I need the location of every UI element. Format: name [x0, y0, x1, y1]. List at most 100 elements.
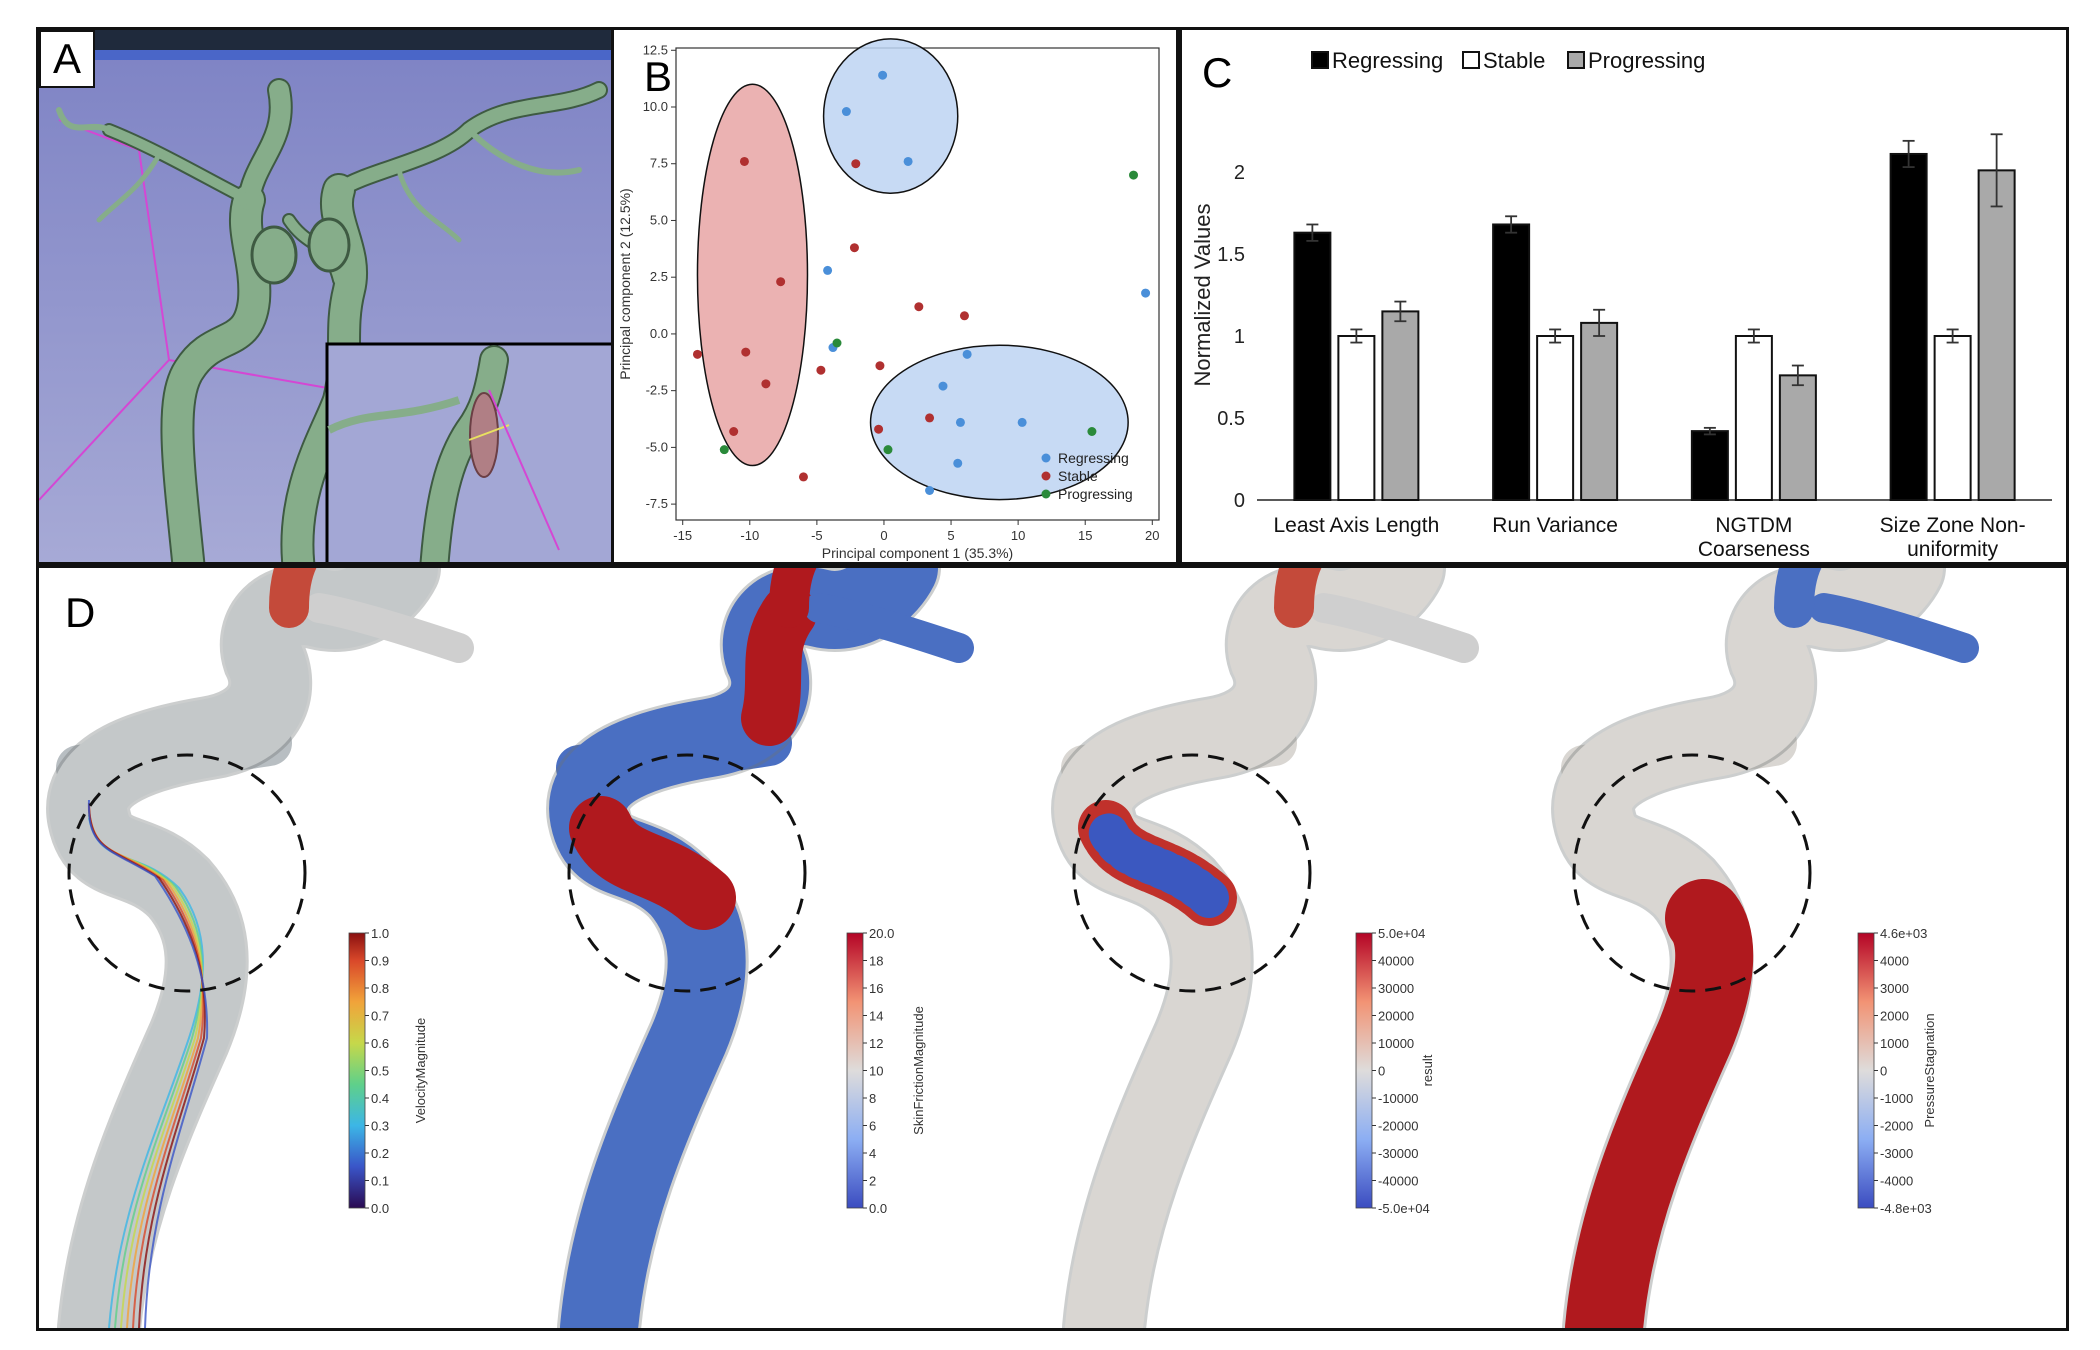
- legend-label-regressing: Regressing: [1058, 450, 1129, 466]
- data-point-progressing: [719, 445, 729, 455]
- colorbar-3: 5.0e+04400003000020000100000-10000-20000…: [1355, 926, 1435, 1216]
- data-point-regressing: [925, 486, 935, 495]
- data-point-stable: [776, 277, 786, 287]
- colorbar-gradient: [1355, 932, 1373, 1209]
- data-point-stable: [692, 349, 702, 359]
- colorbar-tick-label: -5.0e+04: [1378, 1201, 1430, 1216]
- data-point-stable: [761, 379, 771, 389]
- bar-regressing: [1492, 223, 1531, 501]
- region-highlight-circle: [567, 753, 807, 993]
- category-label: uniformity: [1907, 538, 1999, 561]
- bar-regressing: [1889, 152, 1928, 502]
- y-tick-label: 10.0: [643, 99, 668, 114]
- bar-stable: [1337, 335, 1376, 501]
- y-tick-label: 1: [1234, 326, 1245, 348]
- colorbar-tick-label: -40000: [1378, 1174, 1418, 1189]
- colorbar-tick-label: 5.0e+04: [1378, 926, 1425, 941]
- colorbar-tick-label: 2000: [1880, 1009, 1909, 1024]
- bar-regressing: [1690, 430, 1729, 501]
- colorbar-tick-label: 0.3: [371, 1119, 389, 1134]
- colorbar-tick-label: 1.0: [371, 926, 389, 941]
- cfd-render-4: [1551, 568, 1979, 1328]
- vessel-high-friction: [569, 796, 736, 930]
- vessel-branch: [1309, 593, 1479, 663]
- vessel-branch-upper: [269, 568, 317, 628]
- x-tick-label: 0: [880, 528, 887, 543]
- y-tick-label: -7.5: [646, 496, 668, 511]
- legend-label-regressing: Regressing: [1332, 48, 1443, 73]
- x-tick-label: 15: [1078, 528, 1092, 543]
- colorbar-tick-label: -4.8e+03: [1880, 1201, 1932, 1216]
- colorbar-tick-label: 10: [869, 1064, 883, 1079]
- colorbar-tick-label: 30000: [1378, 981, 1414, 996]
- x-tick-label: 10: [1011, 528, 1025, 543]
- colorbar-tick-label: 0.4: [371, 1091, 389, 1106]
- data-point-regressing: [878, 70, 888, 80]
- colorbar-tick-label: 0.6: [371, 1036, 389, 1051]
- colorbar-tick-label: -1000: [1880, 1091, 1913, 1106]
- vessel-high-pressure: [1565, 879, 1754, 1328]
- cfd-renders: 1.00.90.80.70.60.50.40.30.20.10.0Velocit…: [46, 568, 1979, 1328]
- data-point-regressing: [1017, 417, 1027, 427]
- y-tick-label: 2: [1234, 162, 1245, 184]
- colorbar-tick-label: -10000: [1378, 1091, 1418, 1106]
- bar-progressing: [1977, 169, 2016, 502]
- legend-label-stable: Stable: [1058, 468, 1098, 484]
- data-point-stable: [741, 347, 751, 357]
- vessel-flow-pattern: [1086, 808, 1229, 918]
- bar-stable: [1933, 335, 1972, 501]
- y-tick-label: -2.5: [646, 383, 668, 398]
- data-point-stable: [739, 156, 749, 166]
- colorbar-tick-label: -20000: [1378, 1119, 1418, 1134]
- confidence-ellipse-1: [822, 38, 959, 194]
- legend-swatch-stable: [1462, 51, 1480, 69]
- colorbar-tick-label: 0.1: [371, 1174, 389, 1189]
- colorbar-tick-label: -30000: [1378, 1146, 1418, 1161]
- data-point-stable: [874, 424, 884, 434]
- y-tick-label: 0: [1234, 490, 1245, 512]
- colorbar-4: 4.6e+0340003000200010000-1000-2000-3000-…: [1857, 926, 1937, 1216]
- region-highlight-circle: [67, 753, 307, 993]
- colorbar-gradient: [1857, 932, 1875, 1209]
- colorbar-tick-label: 4.6e+03: [1880, 926, 1927, 941]
- colorbar-title: PressureStagnation: [1922, 1013, 1937, 1127]
- colorbar-tick-label: 0.0: [371, 1201, 389, 1216]
- colorbar-tick-label: 0: [1880, 1064, 1887, 1079]
- colorbar-tick-label: 0.0: [869, 1201, 887, 1216]
- x-axis-label: Principal component 1 (35.3%): [822, 545, 1013, 561]
- data-point-regressing: [962, 349, 972, 359]
- colorbar-title: result: [1420, 1054, 1435, 1086]
- legend-swatch-regressing: [1311, 51, 1329, 69]
- colorbar-title: VelocityMagnitude: [413, 1018, 428, 1124]
- y-tick-label: 2.5: [650, 269, 668, 284]
- colorbar-tick-label: -2000: [1880, 1119, 1913, 1134]
- data-point-stable: [729, 427, 739, 436]
- legend-marker-stable: [1041, 471, 1051, 481]
- colorbar-tick-label: 0.8: [371, 981, 389, 996]
- vessel-branch: [1809, 593, 1979, 663]
- colorbar-tick-label: 10000: [1378, 1036, 1414, 1051]
- x-tick-label: -10: [740, 528, 759, 543]
- colorbar-tick-label: 0.9: [371, 954, 389, 969]
- legend-label-stable: Stable: [1483, 48, 1545, 73]
- vessel-high-friction: [741, 585, 817, 746]
- data-point-regressing: [841, 107, 851, 117]
- vessel-branch: [304, 593, 474, 663]
- colorbar-gradient: [846, 932, 864, 1209]
- colorbar-tick-label: 0.2: [371, 1146, 389, 1161]
- colorbar-2: 20.0181614121086420.0SkinFrictionMagnitu…: [846, 926, 926, 1216]
- vessel-branch-upper: [1274, 568, 1322, 628]
- colorbar-tick-label: -4000: [1880, 1174, 1913, 1189]
- panel-c-label: C: [1202, 49, 1233, 96]
- y-tick-label: 12.5: [643, 42, 668, 57]
- data-point-stable: [798, 472, 808, 482]
- bar-stable: [1536, 335, 1575, 501]
- colorbar-tick-label: 6: [869, 1119, 876, 1134]
- data-point-progressing: [883, 445, 893, 455]
- x-tick-label: -5: [811, 528, 823, 543]
